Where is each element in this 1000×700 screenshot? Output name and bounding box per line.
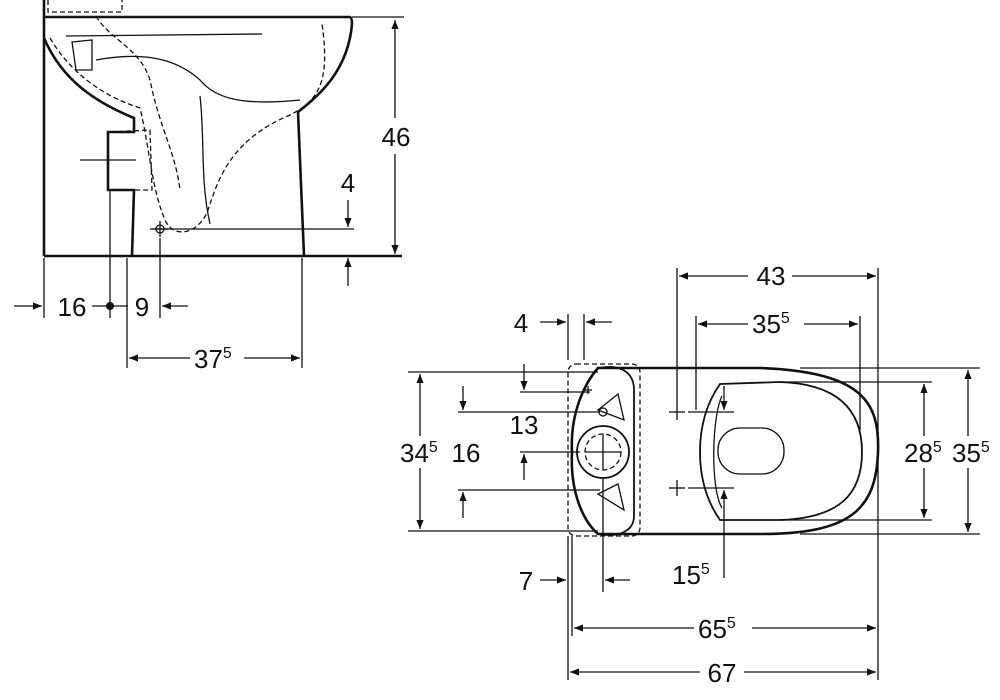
dim-375-bg bbox=[190, 342, 244, 372]
top-view: 43 355 4 345 16 13 2 bbox=[398, 260, 996, 690]
bowl-outer-left bbox=[42, 37, 136, 257]
bowl-opening bbox=[717, 427, 785, 475]
dim-4-side: 4 bbox=[341, 168, 355, 198]
dim-67-bg bbox=[700, 656, 744, 690]
dim-43-bg bbox=[748, 260, 792, 292]
dim-355-right: 355 bbox=[952, 438, 990, 468]
valve-left bbox=[596, 392, 625, 422]
dim-67: 67 bbox=[708, 658, 737, 688]
dim-345-bg bbox=[398, 436, 444, 468]
outlet-dashed bbox=[109, 129, 153, 191]
dim-155: 155 bbox=[672, 560, 710, 590]
dim-355-top: 355 bbox=[752, 309, 790, 339]
fix-cross-bottom bbox=[669, 480, 685, 496]
dim-375: 375 bbox=[194, 344, 232, 374]
dim-43: 43 bbox=[757, 261, 786, 291]
water-line bbox=[95, 55, 301, 103]
dim-285-bg bbox=[902, 436, 948, 468]
dim-655: 655 bbox=[698, 614, 736, 644]
dim-355-right-bg bbox=[950, 436, 996, 468]
dim-16-top: 16 bbox=[452, 438, 481, 468]
dim-355-top-bg bbox=[748, 306, 804, 338]
siphon-line bbox=[199, 95, 211, 225]
outlet-cross-circle bbox=[155, 224, 165, 234]
trap-inner-dashed bbox=[95, 15, 181, 191]
dim-13: 13 bbox=[510, 410, 539, 440]
dim-9-side: 9 bbox=[135, 292, 149, 322]
cistern-top-outline bbox=[567, 363, 641, 537]
dim-46: 46 bbox=[382, 122, 411, 152]
side-view: 46 4 16 9 375 bbox=[14, 0, 414, 374]
flush-inlet bbox=[71, 39, 93, 71]
dim-345: 345 bbox=[400, 438, 438, 468]
valve-right bbox=[596, 483, 625, 512]
rim-inner bbox=[65, 33, 263, 37]
dim-16-side: 16 bbox=[58, 292, 87, 322]
fix-cross-top bbox=[669, 404, 685, 420]
rim-top bbox=[44, 15, 354, 25]
dim-7: 7 bbox=[519, 566, 533, 596]
trap-dashed bbox=[49, 23, 326, 233]
cistern-outline bbox=[47, 0, 123, 13]
dim-46-bg bbox=[378, 118, 414, 154]
dim-4-top: 4 bbox=[514, 308, 528, 338]
dim-655-bg bbox=[694, 612, 752, 644]
seat-outline bbox=[699, 381, 863, 521]
pan-outline bbox=[570, 366, 880, 536]
bowl-outer-right bbox=[296, 23, 354, 257]
seat-inner-left bbox=[713, 395, 723, 509]
cistern-body bbox=[599, 366, 635, 536]
dim-285: 285 bbox=[904, 438, 942, 468]
